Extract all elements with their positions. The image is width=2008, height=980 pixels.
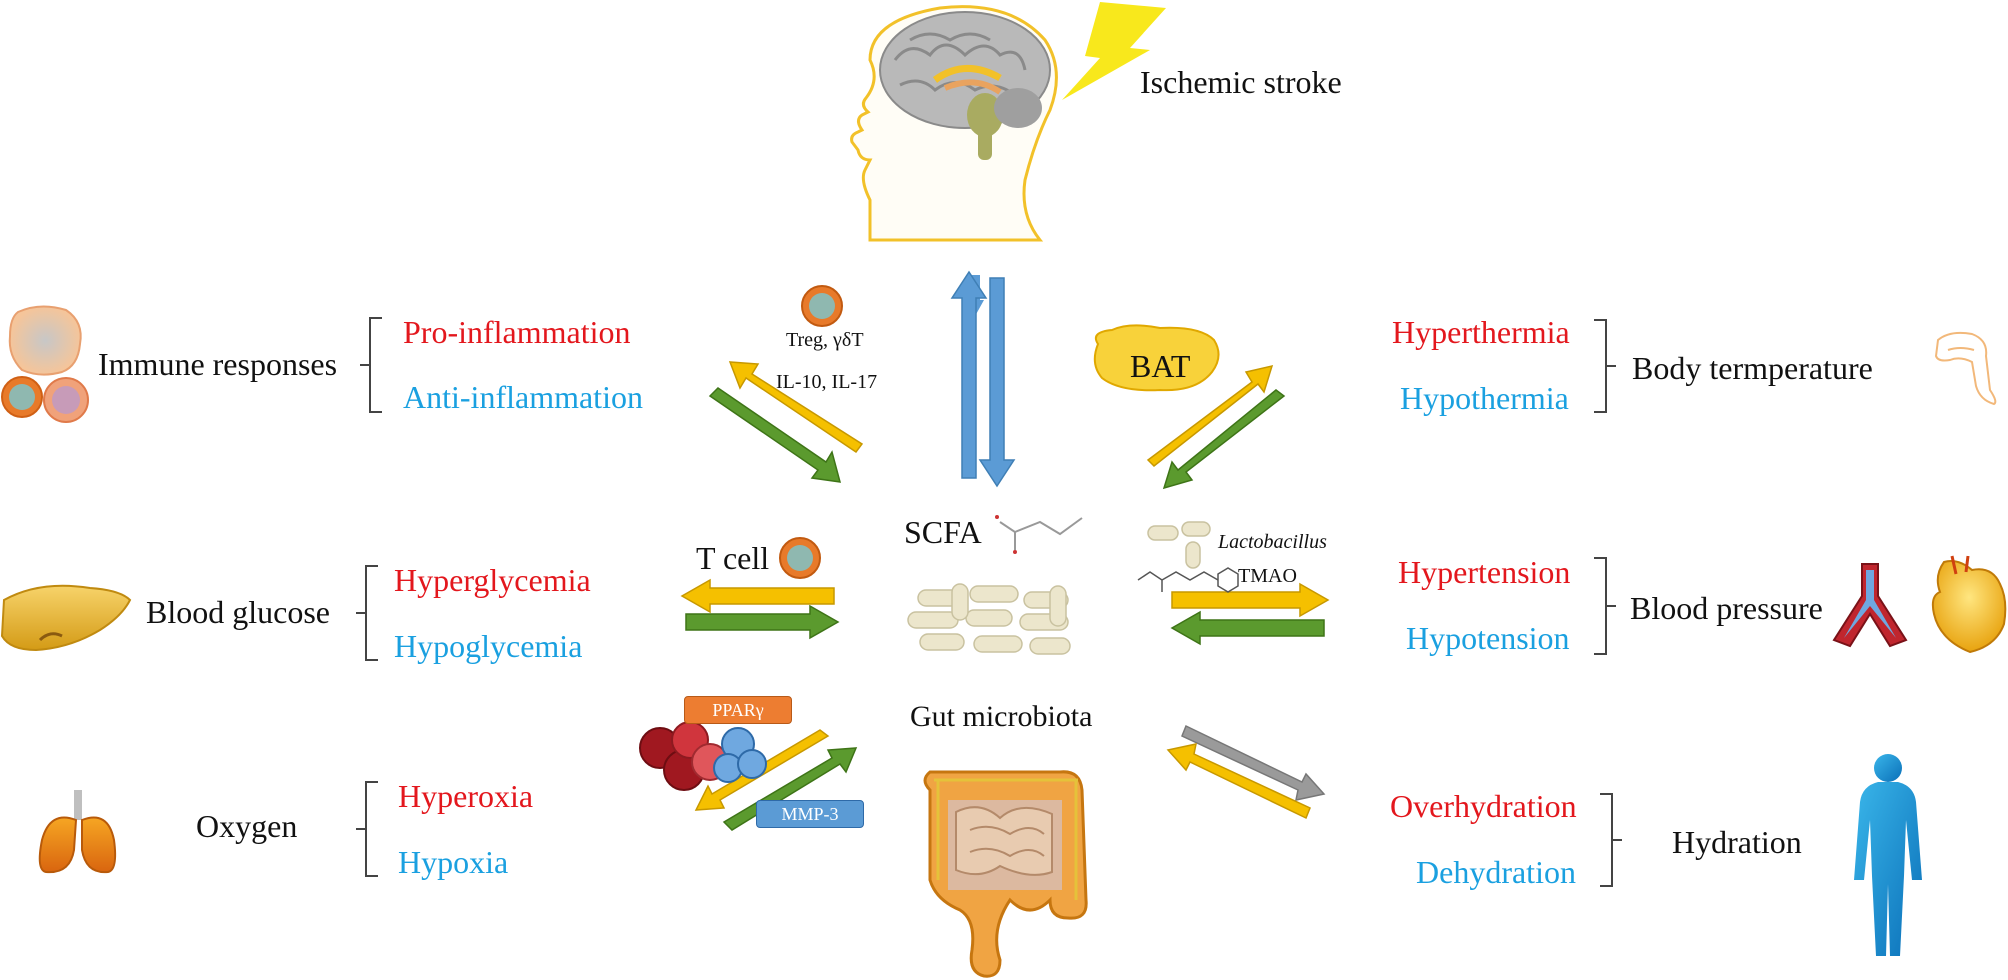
hypothermia-label: Hypothermia: [1400, 380, 1569, 416]
lactobacillus-icon: [1147, 521, 1211, 569]
hypotension-label: Hypotension: [1406, 620, 1570, 656]
blood-vessel-icon: [1832, 563, 1908, 648]
neck-outline-icon: [1934, 331, 1997, 406]
hydration-arrows: [1166, 724, 1326, 820]
lightning-icon: [1062, 2, 1166, 100]
hypoglycemia-label: Hypoglycemia: [394, 628, 583, 664]
immune-arrows: [708, 361, 864, 483]
cytokines-label: IL-10, IL-17: [776, 371, 878, 393]
heart-icon: [1931, 555, 2007, 654]
lungs-icon: [38, 790, 117, 874]
hydration-label: Hydration: [1672, 824, 1802, 860]
t-cell-label: T cell: [696, 540, 770, 576]
glucose-arrows: [680, 578, 840, 640]
scfa-molecule-icon: [995, 515, 1083, 554]
ppar-gamma-tag: PPARγ: [684, 696, 792, 724]
bacteria-cluster-icon: [907, 583, 1071, 655]
oxygen-label: Oxygen: [196, 808, 298, 844]
immune-cells-icon: [1, 305, 89, 423]
blood-glucose-label: Blood glucose: [146, 594, 330, 630]
temperature-arrows: [1146, 364, 1286, 490]
scfa-label: SCFA: [904, 514, 982, 550]
pro-inflammation-label: Pro-inflammation: [403, 314, 631, 350]
body-temperature-label: Body termperature: [1632, 350, 1873, 386]
gut-microbiota-label: Gut microbiota: [910, 700, 1093, 733]
hyperglycemia-label: Hyperglycemia: [394, 562, 591, 598]
brackets: [356, 317, 1622, 887]
blood-cells-icon: [639, 721, 767, 791]
liver-icon: [0, 584, 132, 652]
dehydration-label: Dehydration: [1416, 854, 1576, 890]
hypertension-label: Hypertension: [1398, 554, 1571, 590]
hyperoxia-label: Hyperoxia: [398, 778, 534, 814]
tmao-label: TMAO: [1238, 565, 1297, 587]
mmp3-tag: MMP-3: [756, 800, 864, 828]
immune-responses-label: Immune responses: [98, 346, 338, 382]
bat-label: BAT: [1130, 348, 1191, 384]
anti-inflammation-label: Anti-inflammation: [403, 379, 643, 415]
pressure-arrows: [1170, 582, 1330, 646]
brown-adipose-icon: [1093, 324, 1220, 392]
hypoxia-label: Hypoxia: [398, 844, 509, 880]
blood-pressure-label: Blood pressure: [1630, 590, 1823, 626]
intestine-icon: [923, 770, 1088, 978]
treg-cells-label: Treg, γδT: [786, 329, 864, 351]
ischemic-stroke-label: Ischemic stroke: [1140, 64, 1342, 100]
treg-cell-icon: [801, 285, 843, 327]
head-brain-icon: [850, 5, 1058, 242]
lactobacillus-label: Lactobacillus: [1218, 531, 1327, 553]
human-body-icon: [1854, 754, 1922, 956]
hyperthermia-label: Hyperthermia: [1392, 314, 1570, 350]
vertical-bidirectional-arrows: [950, 270, 1016, 488]
tmao-molecule-icon: [1137, 567, 1239, 593]
t-cell-icon: [779, 537, 821, 579]
overhydration-label: Overhydration: [1390, 788, 1577, 824]
